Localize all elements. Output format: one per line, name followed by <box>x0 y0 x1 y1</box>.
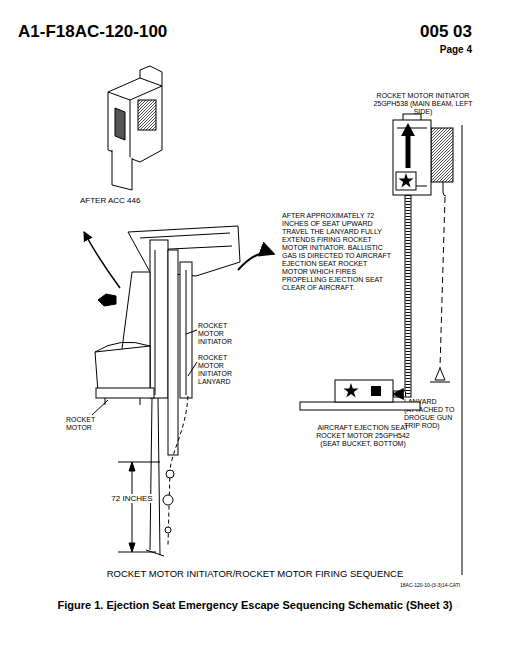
figure-title: ROCKET MOTOR INITIATOR/ROCKET MOTOR FIRI… <box>60 569 450 580</box>
rocket-motor-symbol <box>335 380 393 402</box>
lanyard-fitting <box>165 527 171 533</box>
lanyard-fitting <box>163 495 173 505</box>
initiator-symbol <box>406 134 411 168</box>
rocket-motor-symbol <box>300 402 420 410</box>
cable <box>146 398 164 556</box>
page-number: Page 4 <box>372 44 472 56</box>
headbox-detail <box>112 150 132 190</box>
initiator-symbol <box>393 120 431 195</box>
ejection-seat <box>84 226 274 556</box>
margin-line <box>462 125 463 575</box>
art-number: 18AC-120-10-(3-3)14-CATI <box>400 583 490 589</box>
ejection-seat <box>95 342 150 352</box>
part-label: ROCKET MOTOR INITIATOR 25GPH538 (MAIN BE… <box>373 92 473 116</box>
dimension-label: 72 INCHES <box>106 494 158 503</box>
ejection-seat <box>105 398 140 405</box>
headbox-detail <box>108 66 162 190</box>
doc-number: A1-F18AC-120-100 <box>18 22 238 42</box>
ejection-seat <box>168 250 178 455</box>
initiator-symbol <box>443 182 446 196</box>
part-label: ROCKET MOTOR <box>66 416 110 432</box>
headbox-detail <box>115 108 125 140</box>
drogue-lanyard <box>430 197 450 382</box>
dimension-line <box>129 462 135 552</box>
drogue-lanyard <box>435 368 445 380</box>
dimension-line <box>118 462 160 552</box>
sequence-note: AFTER APPROXIMATELY 72 INCHES OF SEAT UP… <box>282 212 392 292</box>
figure-caption: Figure 1. Ejection Seat Emergency Escape… <box>10 599 500 612</box>
ejection-seat <box>150 240 168 398</box>
motion-arrow <box>84 232 120 288</box>
initiator-symbol <box>401 123 415 136</box>
rocket-motor-symbol <box>371 386 381 396</box>
rocket-motor-symbol <box>335 380 393 408</box>
initiator-unit: ROCKET MOTOR INITIATOR 25GPH538 (MAIN BE… <box>393 120 453 195</box>
headbox-detail <box>108 78 162 162</box>
dimension-line <box>132 470 133 544</box>
tube-hatch <box>393 195 408 394</box>
initiator-symbol <box>398 173 413 187</box>
initiator-symbol <box>396 172 416 190</box>
rocket-motor-unit: AIRCRAFT EJECTION SEAT ROCKET MOTOR 25GP… <box>335 380 393 408</box>
callout-arrow <box>238 253 274 270</box>
gas-line <box>393 195 408 394</box>
ejection-seat <box>155 250 186 395</box>
initiator-symbol <box>393 120 453 195</box>
part-label: AIRCRAFT EJECTION SEAT ROCKET MOTOR 25GP… <box>311 424 415 448</box>
drogue-lanyard <box>430 382 450 383</box>
leader-line <box>92 330 197 415</box>
tube-bore <box>393 195 408 394</box>
part-label: ROCKET MOTOR INITIATOR <box>198 322 248 346</box>
headbox-detail <box>140 66 162 86</box>
part-label: ROCKET MOTOR INITIATOR LANYARD <box>198 354 248 386</box>
configuration-note: AFTER ACC 446 <box>80 196 180 205</box>
rocket-motor-symbol <box>343 383 358 397</box>
pointing-hand <box>98 294 116 306</box>
headbox-detail <box>108 86 162 162</box>
headbox-detail <box>138 100 156 130</box>
drogue-lanyard <box>440 197 445 368</box>
lanyard-fitting <box>166 470 174 478</box>
section-number: 005 03 <box>372 22 472 42</box>
tube-outline <box>393 195 408 394</box>
ejection-seat <box>95 346 150 392</box>
dimension-line <box>118 462 160 552</box>
initiator-symbol <box>431 128 453 182</box>
ejection-seat <box>96 388 154 398</box>
arrowhead <box>393 195 408 394</box>
